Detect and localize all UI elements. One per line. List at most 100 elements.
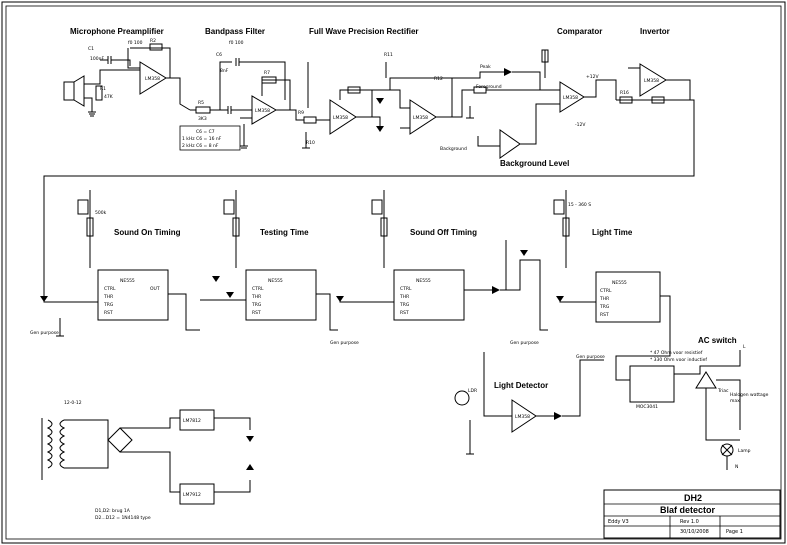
title-invertor: Invertor [640,27,670,36]
opamp-u4 [409,99,437,135]
ac-note-1: * 47 Ohm voor resistief [650,350,703,356]
svg-text:LM358: LM358 [255,108,270,114]
svg-text:500k: 500k [95,210,107,216]
label-background-level: Background Level [500,159,569,168]
svg-text:RST: RST [252,310,261,316]
svg-text:100nF: 100nF [90,56,104,62]
opamp-u3 [329,99,357,135]
svg-text:TRG: TRG [599,304,610,310]
power-supply-block: LM7812 LM7912 D1,D2: brug 1A D2...D12 = … [41,400,254,521]
svg-text:LM7912: LM7912 [183,492,201,498]
opamp-light [511,399,537,433]
svg-text:R5: R5 [198,100,204,106]
svg-text:THR: THR [103,294,113,300]
svg-text:TRG: TRG [251,302,262,308]
svg-text:Gen purpose: Gen purpose [330,340,359,346]
title-light-time: Light Time [592,228,633,237]
svg-text:R10: R10 [306,140,315,146]
svg-text:Gen purpose: Gen purpose [510,340,539,346]
diode-note-1: D1,D2: brug 1A [95,508,131,514]
svg-text:LM358: LM358 [563,95,578,101]
ac-switch-block: AC switch * 47 Ohm voor resistief * 330 … [615,336,769,470]
svg-text:Gen purpose: Gen purpose [576,354,605,360]
rectifier-block: LM358 LM358 R11 R12 R9 R10 [290,52,453,149]
svg-text:C6: C6 [216,52,222,58]
svg-text:CTRL: CTRL [252,286,264,292]
stage-light-time: Light Time 15 - 360 S CTRL THR TRG RST N… [553,190,671,360]
svg-text:R2: R2 [150,38,156,44]
svg-text:THR: THR [399,294,409,300]
svg-text:LM358: LM358 [145,76,160,82]
svg-text:NE555: NE555 [612,280,627,286]
svg-text:LM358: LM358 [413,115,428,121]
opamp-u1 [139,61,167,95]
title-block-date: 30/10/2008 [680,529,709,535]
title-light-detector: Light Detector [494,381,548,390]
title-testing: Testing Time [260,228,309,237]
title-ac-switch: AC switch [698,336,737,345]
svg-text:LM7812: LM7812 [183,418,201,424]
svg-text:N: N [735,464,738,470]
comparator-u5 [559,81,585,113]
svg-text:R1: R1 [100,86,106,92]
title-block-author: Eddy V3 [608,519,629,525]
ldr-sensor [454,390,470,406]
trigger-bus [43,99,695,296]
invertor-block: LM358 R16 [43,63,695,296]
stage-testing: Testing Time CTRL THR TRG RST NE555 [200,190,338,331]
microphone [63,81,75,101]
opamp-background [499,129,521,159]
stage-sound-on: Sound On Timing CTRL THR TRG RST OUT NE5… [30,190,200,337]
fo-note-1: f0 100 [229,40,244,46]
light-range: 15 - 360 S [568,202,591,208]
title-sound-off: Sound Off Timing [410,228,477,237]
svg-text:TRG: TRG [399,302,410,308]
svg-text:max: max [730,399,740,404]
bulb-note: Halogen wattage [730,392,769,398]
cap-note-3: 2 kHz C6 = 8 nF [182,143,219,149]
svg-text:CTRL: CTRL [104,286,116,292]
label-background: Background [440,146,467,152]
resistor-r5 [195,106,211,114]
svg-text:Lamp: Lamp [738,448,751,454]
svg-text:Triac: Triac [717,388,729,394]
label-foreground: Foreground [476,84,502,90]
svg-text:12-0-12: 12-0-12 [64,400,82,406]
timer-ne555-4 [595,271,661,323]
title-block-page: Page 1 [726,529,743,535]
svg-text:LM358: LM358 [515,414,530,420]
cap-note-2: 1 kHz C6 = 16 nF [182,136,222,142]
svg-text:-12V: -12V [575,122,586,128]
svg-text:R7: R7 [264,70,270,76]
svg-text:R12: R12 [434,76,443,82]
svg-text:MOC3041: MOC3041 [636,404,658,410]
svg-text:LDR: LDR [468,388,477,394]
svg-text:LM358: LM358 [644,78,659,84]
regulator-lm7912 [179,483,215,505]
title-block-rev: Rev 1.0 [680,519,699,525]
opamp-invertor [639,63,667,97]
svg-text:47K: 47K [104,94,114,100]
cap-note-1: C6 = C7 [196,129,215,135]
mic-preamp-block: C1 100nF R1 47K LM358 R2 [63,38,191,117]
svg-text:C1: C1 [88,46,94,52]
svg-text:3K3: 3K3 [198,116,207,122]
svg-text:CTRL: CTRL [400,286,412,292]
inner-border [5,5,782,540]
svg-text:OUT: OUT [150,286,160,292]
svg-text:RST: RST [104,310,113,316]
svg-text:Peak: Peak [480,64,491,70]
ac-note-2: * 330 Ohm voor inductief [650,357,707,363]
svg-text:R11: R11 [384,52,393,58]
svg-text:THR: THR [599,296,609,302]
diode-note-2: D2...D12 = 1N4148 type [95,515,151,521]
transformer [46,419,53,469]
light-detector-block: Light Detector LDR LM358 [454,352,604,455]
fo-note-2: f0 100 [128,40,143,46]
svg-text:RST: RST [600,312,609,318]
svg-text:RST: RST [400,310,409,316]
svg-text:+12V: +12V [586,74,599,80]
svg-text:CTRL: CTRL [600,288,612,294]
